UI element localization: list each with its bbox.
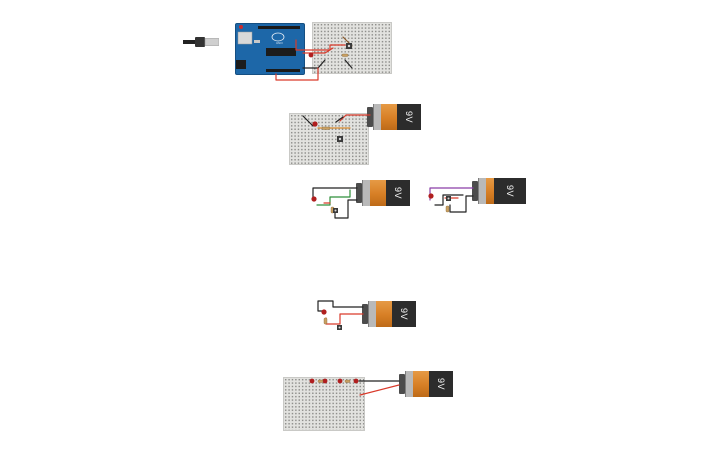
breadboard-2[interactable] [289,113,369,165]
wire-red[interactable] [339,114,371,122]
led[interactable] [312,121,318,127]
resistor[interactable] [317,379,324,383]
resistor[interactable] [344,379,351,383]
wire-black[interactable] [312,187,358,201]
wire-black[interactable] [344,59,353,69]
wire-black[interactable] [334,199,358,219]
wire-black[interactable] [302,115,314,127]
svg-text:UNO: UNO [276,41,283,45]
led[interactable] [309,378,315,384]
wire-red[interactable] [359,384,400,396]
wire-black[interactable] [335,116,344,123]
led[interactable] [311,196,317,202]
led[interactable] [353,378,359,384]
arduino-uno-board[interactable]: UNO [235,23,305,75]
wire-black[interactable] [434,194,464,206]
wire-red[interactable] [325,313,364,325]
wire-red[interactable] [275,67,319,81]
wire-black[interactable] [302,59,326,69]
breadboard-3[interactable] [283,377,365,431]
led[interactable] [321,309,327,315]
wire-red[interactable] [295,39,346,51]
led[interactable] [428,193,434,199]
led[interactable] [322,378,328,384]
resistor[interactable] [321,126,331,130]
resistor[interactable] [323,317,328,325]
battery-9v-3[interactable]: 9V [472,178,526,204]
wire-green[interactable] [316,189,351,206]
led[interactable] [308,52,314,58]
led[interactable] [337,378,343,384]
battery-9v-4[interactable]: 9V [362,301,416,327]
wire-black[interactable] [449,195,474,213]
resistor[interactable] [341,53,349,57]
wire-black[interactable] [317,300,364,312]
battery-9v-2[interactable]: 9V [356,180,410,206]
battery-9v-1[interactable]: 9V [367,104,421,130]
resistor[interactable] [445,205,450,213]
usb-cable[interactable] [183,35,220,47]
battery-9v-5[interactable]: 9V [399,371,453,397]
